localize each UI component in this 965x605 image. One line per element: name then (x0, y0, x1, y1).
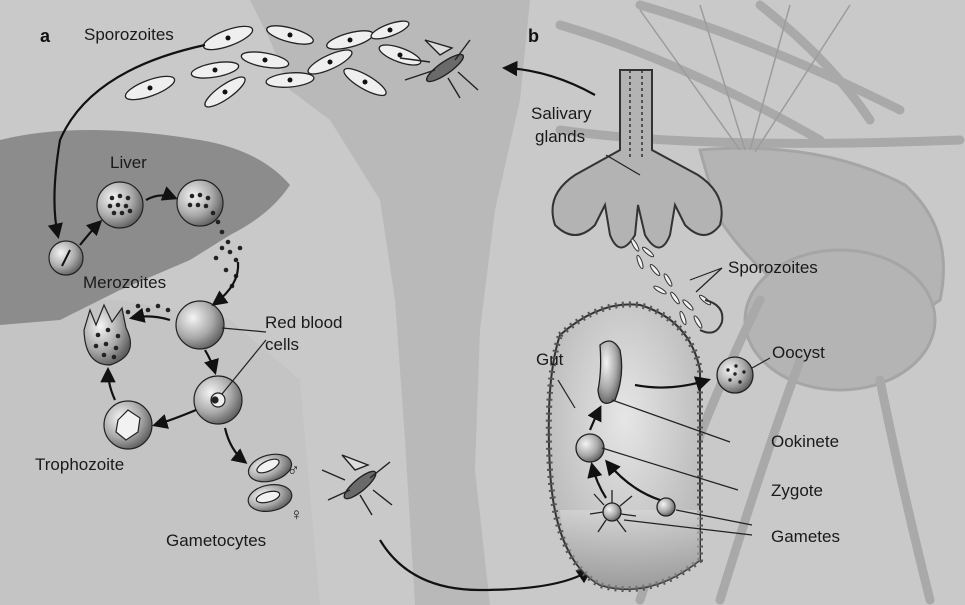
label-liver: Liver (110, 153, 147, 172)
label-merozoites: Merozoites (83, 273, 166, 292)
label-zygote: Zygote (771, 481, 823, 500)
label-red-blood-line1: Red blood (265, 313, 343, 332)
female-symbol: ♀ (290, 505, 303, 524)
label-gametocytes: Gametocytes (166, 531, 266, 550)
label-trophozoite: Trophozoite (35, 455, 124, 474)
label-salivary-line2: glands (535, 127, 585, 146)
panel-a-label: a (40, 26, 51, 46)
male-symbol: ♂ (287, 461, 300, 480)
panel-b-label: b (528, 26, 539, 46)
label-ookinete: Ookinete (771, 432, 839, 451)
label-red-blood-line2: cells (265, 335, 299, 354)
label-gut: Gut (536, 350, 564, 369)
label-salivary-line1: Salivary (531, 104, 592, 123)
label-gametes: Gametes (771, 527, 840, 546)
label-oocyst: Oocyst (772, 343, 825, 362)
label-sporozoites-b: Sporozoites (728, 258, 818, 277)
label-sporozoites-a: Sporozoites (84, 25, 174, 44)
